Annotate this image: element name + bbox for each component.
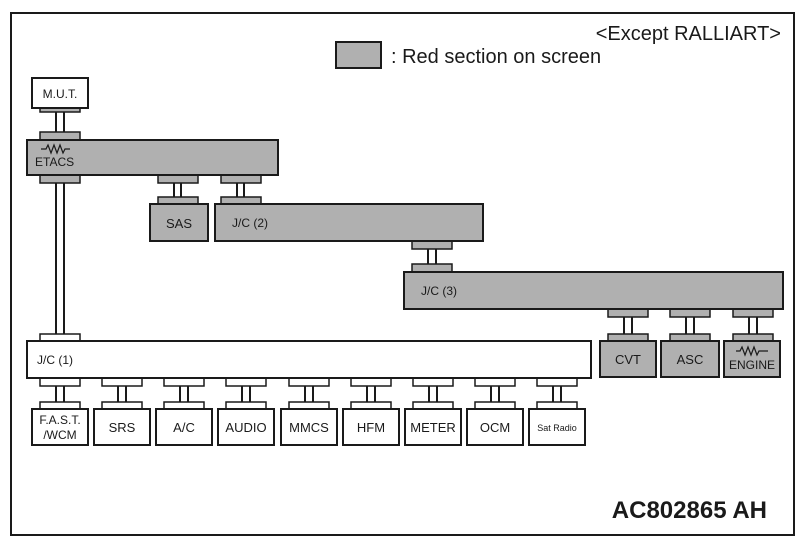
ocm-module: OCM (466, 408, 524, 446)
figure-code: AC802865 AH (612, 497, 767, 524)
srs-module: SRS (93, 408, 151, 446)
mmcs-module: MMCS (280, 408, 338, 446)
etacs-module: ETACS (26, 139, 279, 176)
ocm-label: OCM (480, 420, 510, 435)
mut-label: M.U.T. (43, 87, 78, 101)
hfm-label: HFM (357, 420, 385, 435)
cvt-module: CVT (599, 340, 657, 378)
ac-label: A/C (173, 420, 195, 435)
meter-module: METER (404, 408, 462, 446)
jc3-module: J/C (3) (403, 271, 784, 310)
jc2-module: J/C (2) (214, 203, 484, 242)
jc2-label: J/C (2) (232, 216, 268, 230)
sat-radio-label: Sat Radio (537, 423, 577, 433)
audio-module: AUDIO (217, 408, 275, 446)
jc1-module: J/C (1) (26, 340, 592, 379)
asc-label: ASC (677, 352, 704, 367)
diagram-frame (10, 12, 795, 536)
mut-module: M.U.T. (31, 77, 89, 109)
jc3-label: J/C (3) (421, 284, 457, 298)
asc-module: ASC (660, 340, 720, 378)
variant-note: <Except RALLIART> (596, 23, 781, 45)
engine-label: ENGINE (729, 358, 775, 372)
fast-label-line1: F.A.S.T. (39, 413, 80, 427)
cvt-label: CVT (615, 352, 641, 367)
meter-label: METER (410, 420, 456, 435)
sat-radio-module: Sat Radio (528, 408, 586, 446)
etacs-label: ETACS (35, 155, 74, 169)
ac-module: A/C (155, 408, 213, 446)
resistor-icon (41, 143, 70, 155)
jc1-label: J/C (1) (37, 353, 73, 367)
engine-module: ENGINE (723, 340, 781, 378)
srs-label: SRS (109, 420, 136, 435)
sas-module: SAS (149, 203, 209, 242)
resistor-icon (736, 345, 768, 357)
hfm-module: HFM (342, 408, 400, 446)
sas-label: SAS (166, 216, 192, 231)
legend-swatch (335, 41, 382, 69)
audio-label: AUDIO (225, 420, 266, 435)
fast-label-line2: /WCM (43, 428, 76, 442)
legend-text: : Red section on screen (391, 46, 601, 68)
fast-wcm-module: F.A.S.T. /WCM (31, 408, 89, 446)
mmcs-label: MMCS (289, 420, 329, 435)
